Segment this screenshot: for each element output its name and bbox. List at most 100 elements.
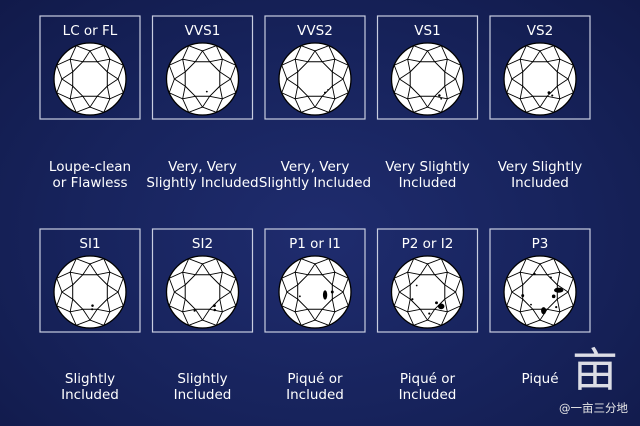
grade-frame [376,15,479,120]
inclusion-mark [298,295,301,298]
inclusion-mark [330,290,334,294]
diamond-0-facets [56,45,124,113]
grade-panel [151,15,254,120]
grade-panel [151,228,254,333]
diamond-1-girdle [165,42,240,116]
diamond-6-girdle [165,255,240,329]
diamond-7-facets [281,258,349,326]
grade-description-line: Slightly [64,371,116,387]
grade-panel [39,15,141,120]
inclusion-mark [327,89,329,91]
inclusion-mark [193,309,196,312]
inclusion-mark [205,90,208,93]
grade-panel [264,228,366,333]
diamond-4-girdle [503,42,577,116]
inclusion-mark [437,303,445,310]
inclusion-mark [547,91,551,95]
grade-frame [489,228,591,333]
grade-description-line: Included [173,387,232,403]
grade-panel [489,15,591,120]
grade-label: SI2 [191,236,214,252]
grade-panel [376,228,479,333]
inclusion-mark [415,284,418,287]
grade-label: LC or FL [62,23,118,39]
diamond-1-facets [168,45,237,113]
watermark-text: @一亩三分地 [559,401,628,415]
grade-frame [376,228,479,333]
grade-description-line: Piqué or [399,371,456,387]
grade-description-line: Included [398,387,457,403]
grade-description-line: Very, Very [280,159,350,175]
diamond-8-girdle [390,255,465,329]
grade-description-line: Piqué [521,371,559,387]
diamond-3-girdle [390,42,465,116]
grade-description-line: Very, Very [168,159,237,175]
grade-description-line: Slightly [177,371,228,387]
grade-frame [264,228,366,333]
inclusion-mark [530,303,532,306]
diamond-5-girdle [53,255,127,329]
inclusion-mark [521,294,525,298]
diamond-5-facets [56,258,124,326]
inclusion-mark [438,94,441,97]
inclusion-mark [91,308,94,311]
inclusion-mark [435,301,438,305]
grade-label: VS2 [526,23,554,39]
diamond-8-facets [393,258,462,326]
grade-description-line: Slightly Included [146,175,259,191]
grade-label: VVS1 [184,23,221,39]
grade-description-line: Included [511,175,569,191]
grade-description-line: or Flawless [52,175,128,191]
inclusion-mark [322,290,328,300]
grade-description-line: Included [286,387,344,403]
grade-frame [151,228,254,333]
grade-description-line: Loupe-clean [48,159,132,175]
inclusion-mark [440,97,443,100]
grade-label: VVS2 [297,23,333,39]
grade-frame [39,15,141,120]
inclusion-mark [551,94,554,97]
diamond-7-girdle [278,255,352,329]
inclusion-mark [551,294,556,299]
grade-description-line: Very Slightly [497,159,583,175]
grade-label: P2 or I2 [401,236,454,252]
inclusion-mark [541,307,547,315]
grade-label: SI1 [79,236,101,252]
grade-frame [39,228,141,333]
diamond-4-facets [506,45,574,113]
diamond-9-facets [506,258,574,326]
inclusion-mark [411,298,414,301]
inclusion-mark [428,312,431,315]
grade-panel [376,15,479,120]
inclusion-mark [91,304,94,307]
inclusion-mark [533,272,536,276]
grade-label: P1 or I1 [289,236,341,252]
inclusion-mark [212,304,216,308]
inclusion-mark [554,287,564,293]
diamond-9-girdle [503,255,577,329]
watermark-glyph: 亩 [572,343,618,397]
grade-label: P3 [531,236,549,252]
grade-description-line: Included [398,175,457,191]
grade-panel [39,228,141,333]
inclusion-mark [549,276,552,279]
grade-frame [489,15,591,120]
inclusion-mark [213,308,217,312]
diamond-0-girdle [53,42,127,116]
diamond-6-facets [168,258,237,326]
inclusion-mark [324,91,327,94]
grade-label: VS1 [414,23,441,39]
grade-panel [264,15,366,120]
grade-description-line: Very Slightly [385,159,470,175]
grade-description-line: Included [61,387,119,403]
diamond-3-facets [393,45,462,113]
